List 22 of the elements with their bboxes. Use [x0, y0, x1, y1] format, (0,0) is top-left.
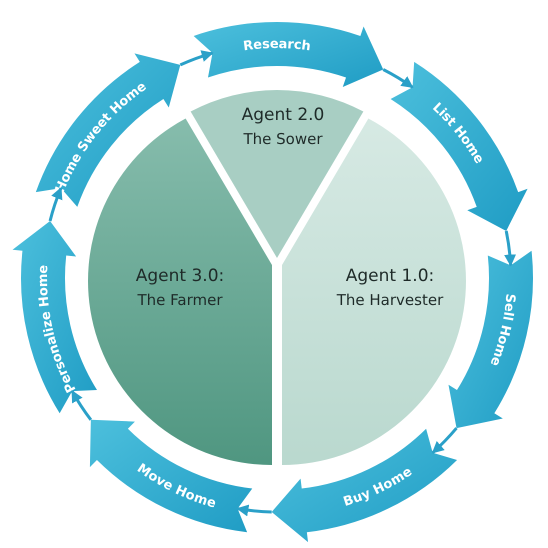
- sector-subtitle: The Farmer: [137, 291, 223, 309]
- step-banner: [12, 221, 98, 414]
- connector-arrow: [48, 186, 63, 222]
- step-banner: [390, 62, 528, 231]
- connector-arrow: [382, 68, 414, 88]
- step-banner: [194, 22, 384, 87]
- step-banner: [448, 250, 533, 428]
- connector-arrow: [432, 427, 458, 454]
- step-label: Research: [242, 36, 312, 54]
- pie-sector: [190, 90, 364, 258]
- step-banner: [36, 53, 180, 207]
- step-banner: [90, 420, 252, 532]
- connector-arrow: [504, 230, 516, 267]
- sector-subtitle: The Sower: [243, 130, 323, 148]
- step-banner: [272, 428, 458, 542]
- sector-title: Agent 2.0: [242, 105, 324, 125]
- connector-arrow: [70, 390, 92, 421]
- sector-subtitle: The Harvester: [336, 291, 444, 309]
- connector-arrow: [236, 504, 272, 516]
- connector-arrow: [180, 50, 214, 66]
- sector-title: Agent 3.0:: [136, 266, 224, 286]
- sector-title: Agent 1.0:: [346, 266, 434, 286]
